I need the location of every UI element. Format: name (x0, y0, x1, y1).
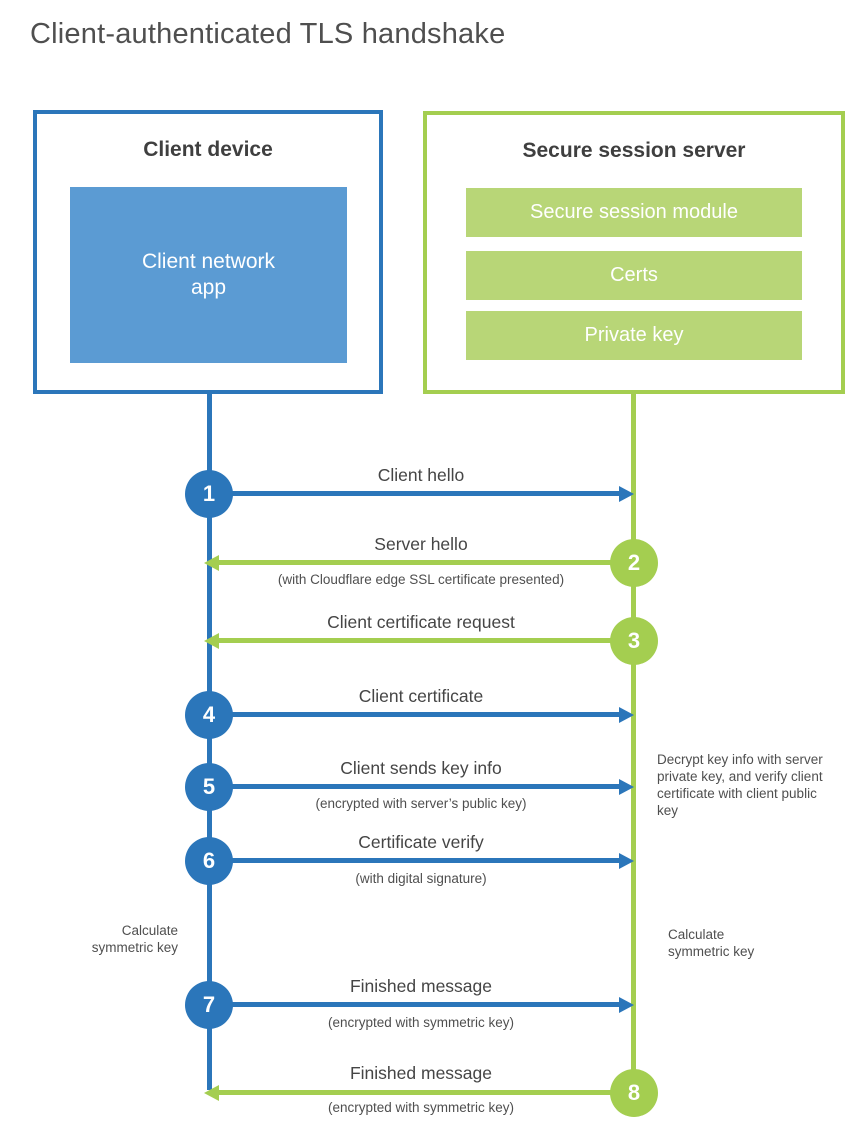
step-3-label: Client certificate request (327, 612, 515, 632)
arrow-left-icon (204, 1084, 219, 1101)
server-module-bar: Secure session module (466, 188, 802, 237)
step-7-badge: 7 (185, 981, 233, 1029)
secure-session-module-label: Secure session module (530, 201, 738, 223)
step-8-label: Finished message (349, 1063, 493, 1083)
private-key-label: Private key (584, 324, 684, 346)
step-3-arrow (204, 632, 634, 649)
step-7-label: Finished message (349, 976, 493, 996)
secure-session-server-title: Secure session server (522, 139, 746, 162)
step-3-badge: 3 (610, 617, 658, 665)
arrow-left-icon (204, 554, 219, 571)
arrow-left-icon (204, 632, 219, 649)
client-network-app-box: Client network app (70, 187, 347, 363)
server-lifeline (631, 392, 636, 1093)
client-lifeline (207, 392, 212, 1090)
step-2-sublabel: (with Cloudflare edge SSL certificate pr… (277, 572, 565, 587)
step-4-label: Client certificate (358, 686, 484, 706)
step-2-badge: 2 (610, 539, 658, 587)
step-8-arrow (204, 1084, 634, 1101)
client-network-app-label: Client network app (141, 249, 276, 299)
arrow-right-icon (619, 852, 634, 869)
server-decrypt-note: Decrypt key info with server private key… (657, 752, 823, 818)
step-2-arrow (204, 554, 634, 571)
step-8-sublabel: (encrypted with symmetric key) (327, 1100, 515, 1115)
step-5-arrow (212, 778, 634, 795)
step-7-sublabel: (encrypted with symmetric key) (327, 1015, 515, 1030)
step-2-label: Server hello (374, 534, 468, 554)
step-1-arrow (212, 485, 634, 502)
step-5-label: Client sends key info (340, 758, 502, 778)
server-calculate-note: Calculate symmetric key (668, 927, 755, 959)
step-6-arrow (212, 852, 634, 869)
step-8-badge: 8 (610, 1069, 658, 1117)
server-module-bar: Private key (466, 311, 802, 360)
step-1-label: Client hello (377, 465, 465, 485)
step-7-arrow (212, 996, 634, 1013)
client-calculate-note: Calculate symmetric key (91, 923, 178, 955)
arrow-right-icon (619, 778, 634, 795)
arrow-right-icon (619, 485, 634, 502)
certs-label: Certs (610, 264, 658, 286)
step-4-arrow (212, 706, 634, 723)
arrow-right-icon (619, 996, 634, 1013)
client-device-title: Client device (143, 138, 273, 161)
arrow-right-icon (619, 706, 634, 723)
step-5-sublabel: (encrypted with server’s public key) (315, 796, 527, 811)
step-6-badge: 6 (185, 837, 233, 885)
page-title: Client-authenticated TLS handshake (30, 18, 506, 50)
step-4-badge: 4 (185, 691, 233, 739)
step-5-badge: 5 (185, 763, 233, 811)
server-module-bar: Certs (466, 251, 802, 300)
step-6-label: Certificate verify (358, 832, 484, 852)
step-6-sublabel: (with digital signature) (355, 871, 487, 886)
step-1-badge: 1 (185, 470, 233, 518)
